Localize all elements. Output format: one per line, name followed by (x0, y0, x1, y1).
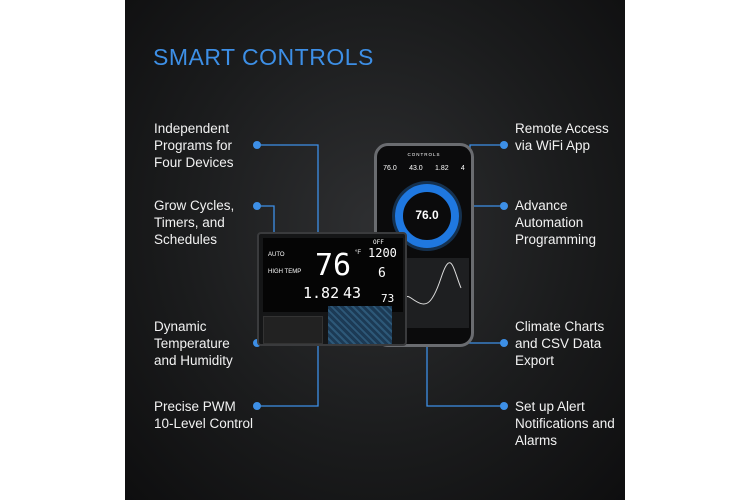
feature-pwm-control: Precise PWM 10-Level Control (154, 399, 254, 431)
feature-automation: Advance Automation Programming (515, 198, 597, 247)
port-status: OFF (373, 239, 384, 246)
controller-screen: AUTO HIGH TEMP 76 °F 1200 OFF 6 1.82 43 … (263, 238, 403, 312)
circuit-board-graphic (328, 306, 392, 344)
stat-temp: 76.0 (383, 165, 397, 172)
stat-vpd: 1.82 (434, 165, 449, 172)
phone-app: CONTROLS 76.0 43.0 1.82 4 76.0 (374, 143, 474, 347)
controller-device: AUTO HIGH TEMP 76 °F 1200 OFF 6 1.82 43 … (257, 232, 407, 346)
app-header: CONTROLS (407, 152, 441, 157)
mode-label: AUTO (268, 252, 285, 258)
feature-independent-programs: Independent Programs for Four Devices (154, 121, 234, 170)
timer-value: 1200 (368, 246, 397, 260)
app-stats: 76.0 43.0 1.82 4 (377, 165, 471, 172)
feature-remote-access: Remote Access via WiFi App (515, 121, 609, 153)
temperature-dial[interactable]: 76.0 (395, 184, 459, 248)
page-title: SMART CONTROLS (153, 44, 374, 70)
feature-climate-charts: Climate Charts and CSV Data Export (515, 319, 605, 368)
temp-unit: °F (355, 250, 362, 256)
set-to-value: 73 (381, 292, 395, 305)
stat-level: 4 (460, 165, 465, 172)
dial-value: 76.0 (415, 208, 439, 222)
controller-buttons[interactable] (263, 316, 323, 344)
feature-alerts: Set up Alert Notifications and Alarms (515, 399, 615, 448)
temp-value: 76 (315, 248, 352, 283)
vpd-value: 1.82 (303, 284, 340, 302)
stat-humidity: 43.0 (409, 165, 423, 172)
alert-label: HIGH TEMP (268, 269, 302, 275)
feature-grow-cycles: Grow Cycles, Timers, and Schedules (154, 198, 235, 247)
humidity-value: 43 (343, 284, 362, 302)
feature-dynamic-temp: Dynamic Temperature and Humidity (154, 319, 233, 368)
fan-level: 6 (378, 266, 386, 281)
